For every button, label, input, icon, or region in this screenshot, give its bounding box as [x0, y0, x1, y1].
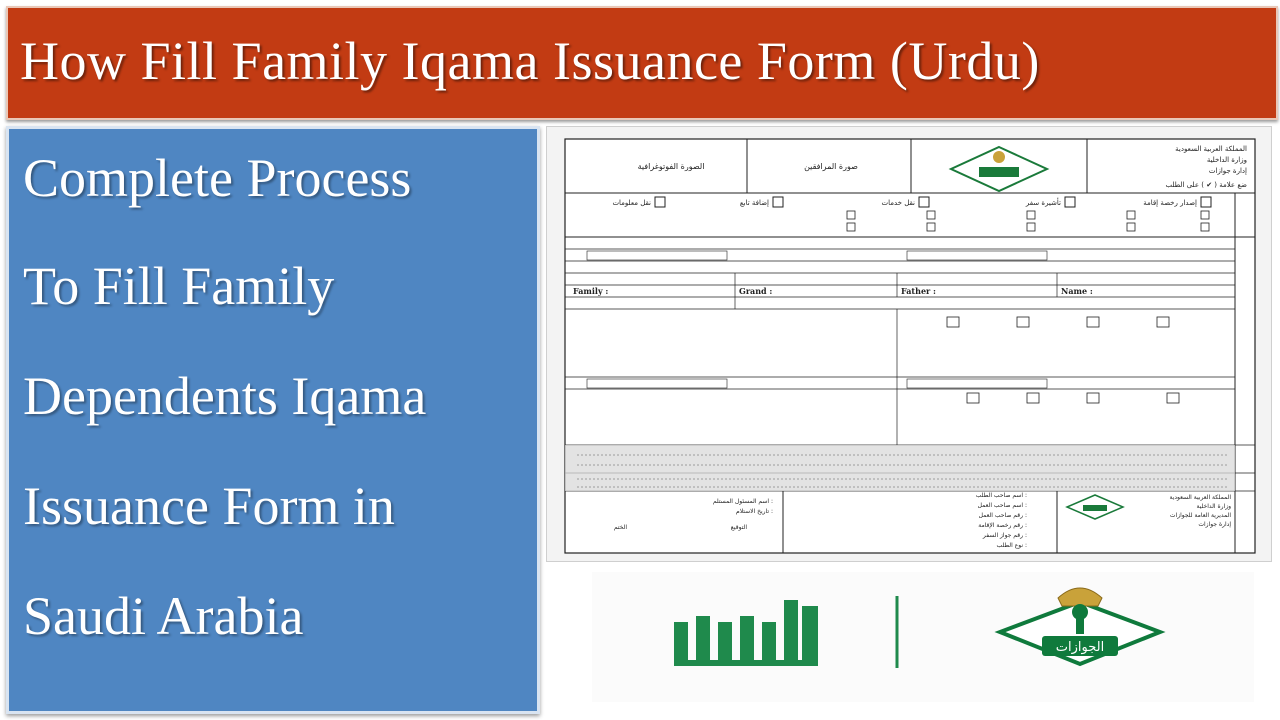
banner-title: How Fill Family Iqama Issuance Form (Urd… [20, 31, 1040, 91]
header-line-4: ضع علامة ( ✔ ) على الطلب [1165, 181, 1247, 189]
option-issue-iqama: إصدار رخصة إقامة [1143, 199, 1197, 207]
footer-mid-line-3: رقم صاحب العمل : [979, 512, 1027, 519]
option-transfer-info: نقل معلومات [612, 199, 651, 207]
option-travel-visa: تأشيرة سفر [1025, 197, 1061, 207]
father-name-field: Father : [901, 286, 936, 296]
description-line-2: To Fill Family [23, 256, 335, 316]
footer-right-line-1: المملكة العربية السعودية [1169, 494, 1231, 501]
footer-mid-line-4: رقم رخصة الإقامة : [978, 522, 1027, 529]
header-line-2: وزارة الداخلية [1207, 156, 1247, 164]
jawazat-logo-label: الجوازات [1056, 640, 1104, 655]
option-add-dependent: إضافة تابع [740, 199, 769, 207]
first-name-field: Name : [1061, 286, 1093, 296]
header-line-3: إدارة جوازات [1209, 167, 1247, 175]
option-transfer-services: نقل خدمات [882, 199, 916, 207]
footer-left-line-2: تاريخ الاستلام : [736, 508, 773, 515]
footer-left-line-1: اسم المسئول المستلم : [713, 498, 773, 505]
footer-signature-label: التوقيع [731, 524, 748, 531]
description-panel: Complete Process To Fill Family Dependen… [6, 126, 540, 714]
logos-strip: الجوازات [592, 572, 1254, 702]
description-line-3: Dependents Iqama [23, 366, 427, 426]
family-name-field: Family : [573, 286, 608, 296]
footer-right-line-2: وزارة الداخلية [1197, 503, 1232, 510]
footer-emblem-icon [1065, 494, 1125, 520]
companions-photo-label: صورة المرافقين [804, 162, 858, 171]
description-line-4: Issuance Form in [23, 476, 395, 536]
absher-logo-icon [674, 600, 818, 666]
jawazat-emblem-icon [948, 145, 1050, 193]
footer-right-line-4: إدارة جوازات [1198, 521, 1231, 528]
footer-right-line-3: المديرية العامة للجوازات [1170, 512, 1231, 519]
footer-mid-line-2: اسم صاحب العمل : [978, 502, 1027, 509]
logos-drawing: الجوازات [674, 587, 1166, 668]
footer-stamp-label: الختم [614, 524, 628, 531]
jawazat-logo-icon: الجوازات [994, 587, 1166, 667]
description-line-1: Complete Process [23, 148, 412, 208]
title-banner: How Fill Family Iqama Issuance Form (Urd… [6, 6, 1278, 120]
photo-label: الصورة الفوتوغرافية [638, 162, 705, 171]
footer-mid-line-5: رقم جواز السفر : [982, 532, 1027, 539]
footer-mid-line-6: نوع الطلب : [997, 542, 1028, 549]
form-drawing: الصورة الفوتوغرافية صورة المرافقين الممل… [564, 138, 1256, 554]
iqama-form-scan: الصورة الفوتوغرافية صورة المرافقين الممل… [546, 126, 1272, 562]
header-line-1: المملكة العربية السعودية [1175, 145, 1247, 153]
footer-mid-line-1: اسم صاحب الطلب : [976, 492, 1027, 499]
description-line-5: Saudi Arabia [23, 586, 304, 646]
grand-name-field: Grand : [739, 286, 772, 296]
